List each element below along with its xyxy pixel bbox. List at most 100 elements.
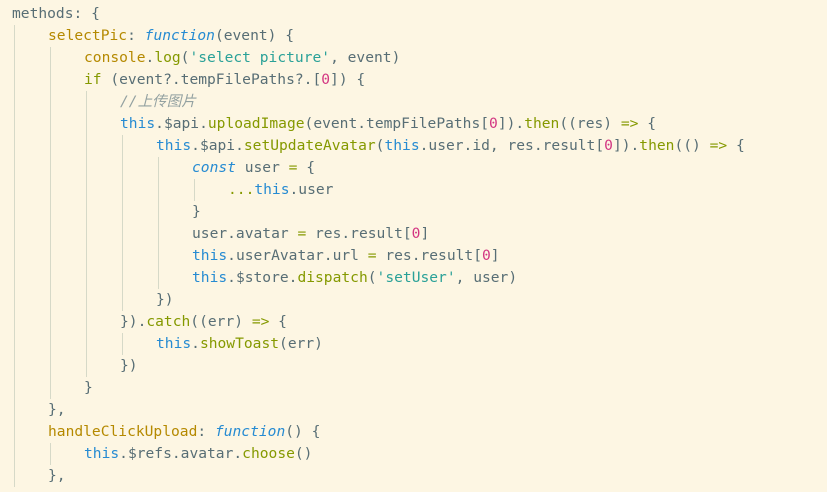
code-token: ]: [490, 247, 500, 264]
code-token: () {: [285, 423, 321, 440]
code-token: res.result[: [376, 247, 482, 264]
code-token: =: [367, 247, 377, 264]
code-token: }): [120, 357, 138, 374]
code-token: setUpdateAvatar: [243, 137, 376, 154]
code-token: user: [235, 159, 289, 176]
code-token: .: [191, 335, 200, 352]
indent-guide: [50, 47, 51, 399]
code-token: catch: [146, 313, 191, 330]
indent-guide: [50, 443, 51, 465]
code-line[interactable]: this.userAvatar.url = res.result[0]: [192, 245, 500, 267]
code-token: 'setUser': [376, 269, 456, 286]
code-token: {: [297, 159, 316, 176]
code-token: res.result[: [306, 225, 412, 242]
code-token: .$api.: [155, 115, 208, 132]
code-token: {: [269, 313, 287, 330]
code-token: methods: {: [12, 5, 100, 22]
code-token: .userAvatar.url: [227, 247, 368, 264]
code-token: 0: [481, 247, 491, 264]
code-line[interactable]: //上传图片: [120, 91, 196, 113]
code-line[interactable]: handleClickUpload: function() {: [48, 421, 320, 443]
code-token: this: [192, 269, 228, 286]
code-line[interactable]: }): [120, 355, 138, 377]
code-token: :: [127, 27, 145, 44]
code-line[interactable]: selectPic: function(event) {: [48, 25, 294, 47]
code-line[interactable]: }: [84, 377, 93, 399]
code-token: then: [639, 137, 675, 154]
code-line[interactable]: },: [48, 399, 66, 421]
code-line[interactable]: methods: {: [12, 3, 100, 25]
code-token: function: [144, 27, 215, 44]
code-token: , user): [455, 269, 518, 286]
code-token: showToast: [199, 335, 280, 352]
code-token: .$api.: [191, 137, 244, 154]
code-token: selectPic: [48, 27, 128, 44]
code-token: , event): [330, 49, 401, 66]
code-token: ((res): [559, 115, 621, 132]
indent-guide: [122, 333, 123, 355]
code-token: 0: [321, 71, 331, 88]
code-token: {: [638, 115, 657, 132]
code-line[interactable]: },: [48, 465, 66, 487]
code-token: 'select picture': [189, 49, 331, 66]
code-token: //上传图片: [120, 93, 196, 110]
code-line[interactable]: this.$api.setUpdateAvatar(this.user.id, …: [156, 135, 745, 157]
code-token: 0: [489, 115, 498, 132]
code-token: this: [254, 181, 290, 198]
code-token: ]: [420, 225, 430, 242]
code-token: =>: [251, 313, 270, 330]
code-token: uploadImage: [207, 115, 305, 132]
code-token: choose: [242, 445, 295, 462]
code-token: }: [84, 379, 93, 396]
code-token: then: [524, 115, 560, 132]
code-token: .$store.: [227, 269, 298, 286]
code-token: (: [367, 269, 377, 286]
code-token: (event.tempFilePaths[: [304, 115, 490, 132]
code-line[interactable]: user.avatar = res.result[0]: [192, 223, 429, 245]
code-line[interactable]: const user = {: [192, 157, 315, 179]
code-token: dispatch: [297, 269, 368, 286]
code-token: }: [192, 203, 201, 220]
code-line[interactable]: ...this.user: [228, 179, 333, 201]
code-token: this: [84, 445, 120, 462]
code-line[interactable]: console.log('select picture', event): [84, 47, 400, 69]
code-token: this: [156, 137, 192, 154]
code-line[interactable]: }).catch((err) => {: [120, 311, 287, 333]
code-line[interactable]: this.$refs.avatar.choose(): [84, 443, 312, 465]
code-token: if: [84, 71, 102, 88]
code-line[interactable]: this.$api.uploadImage(event.tempFilePath…: [120, 113, 656, 135]
code-token: =: [288, 159, 298, 176]
indent-guide: [194, 179, 195, 201]
code-token: (err): [279, 335, 323, 352]
code-token: .$refs.avatar.: [119, 445, 243, 462]
code-line[interactable]: this.showToast(err): [156, 333, 323, 355]
code-token: 0: [604, 137, 613, 154]
code-token: (: [180, 49, 190, 66]
code-line[interactable]: this.$store.dispatch('setUser', user): [192, 267, 517, 289]
code-line[interactable]: }: [192, 201, 201, 223]
code-token: this: [384, 137, 420, 154]
code-line[interactable]: if (event?.tempFilePaths?.[0]) {: [84, 69, 365, 91]
code-token: },: [48, 467, 66, 484]
code-token: function: [214, 423, 286, 440]
code-token: ]) {: [330, 71, 366, 88]
code-token: =>: [709, 137, 728, 154]
indent-guide: [14, 25, 15, 487]
code-token: handleClickUpload: [48, 423, 198, 440]
code-token: this: [120, 115, 156, 132]
code-line[interactable]: }): [156, 289, 174, 311]
code-token: this: [156, 335, 192, 352]
code-token: },: [48, 401, 66, 418]
indent-guide: [158, 157, 159, 289]
code-token: :: [197, 423, 215, 440]
code-token: =>: [620, 115, 639, 132]
code-token: }).: [120, 313, 147, 330]
code-token: ]).: [497, 115, 525, 132]
code-token: (event?.tempFilePaths?.[: [101, 71, 322, 88]
code-token: .user: [289, 181, 334, 198]
code-token: =: [297, 225, 307, 242]
code-token: console: [84, 49, 146, 66]
code-token: const: [192, 159, 236, 176]
code-token: (: [375, 137, 385, 154]
